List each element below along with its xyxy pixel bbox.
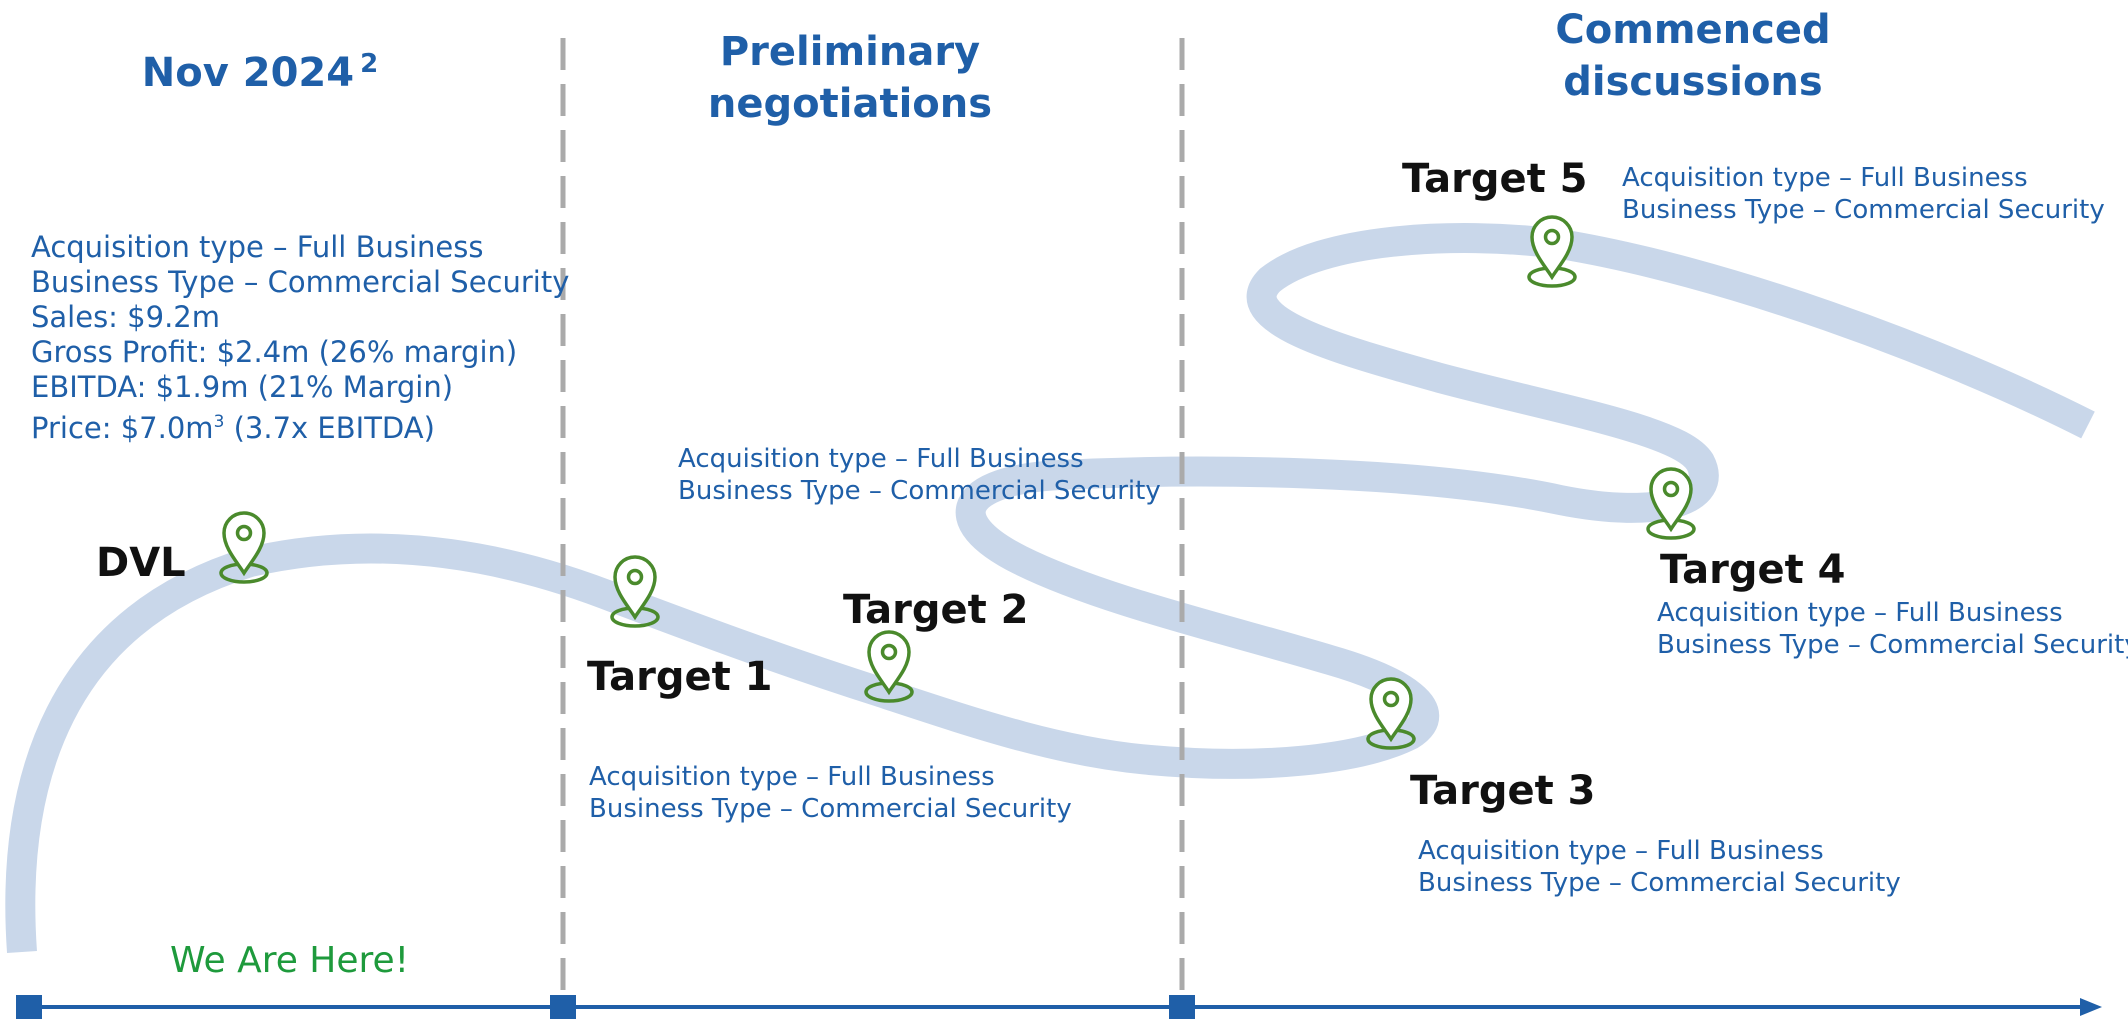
target-1-label: Target 1 xyxy=(587,654,773,700)
dvl-ebitda: EBITDA: $1.9m (21% Margin) xyxy=(31,370,454,404)
target-4-acquisition-type: Acquisition type – Full Business xyxy=(1657,598,2063,628)
map-pin-icon xyxy=(219,511,269,584)
dvl-sales: Sales: $9.2m xyxy=(31,300,220,334)
dvl-details: Acquisition type – Full Business Busines… xyxy=(31,230,569,446)
column-header-preliminary-line1: Preliminary xyxy=(719,29,981,75)
we-are-here-label: We Are Here! xyxy=(170,940,410,981)
arrow-right-icon xyxy=(2080,998,2102,1016)
dvl-gross-profit: Gross Profit: $2.4m (26% margin) xyxy=(31,335,518,369)
dvl-label: DVL xyxy=(96,540,186,586)
map-pin-icon xyxy=(610,555,660,628)
target-5-details: Acquisition type – Full Business Busines… xyxy=(1622,162,2105,226)
target-2-acquisition-type: Acquisition type – Full Business xyxy=(678,444,1084,474)
column-header-commenced-line2: discussions xyxy=(1563,59,1823,105)
target-3-acquisition-type: Acquisition type – Full Business xyxy=(1418,836,1824,866)
dvl-price-footnote: 3 xyxy=(213,412,225,432)
timeline-marker-1 xyxy=(16,995,42,1019)
dvl-business-type: Business Type – Commercial Security xyxy=(31,265,570,299)
target-2-business-type: Business Type – Commercial Security xyxy=(678,476,1161,506)
target-3-business-type: Business Type – Commercial Security xyxy=(1418,868,1901,898)
column-header-commenced: Commenced discussions xyxy=(1493,4,1893,108)
target-3-label: Target 3 xyxy=(1410,768,1596,814)
target-1-details: Acquisition type – Full Business Busines… xyxy=(589,761,1072,825)
target-2-details: Acquisition type – Full Business Busines… xyxy=(678,443,1161,507)
target-1-acquisition-type: Acquisition type – Full Business xyxy=(589,762,995,792)
target-5-label: Target 5 xyxy=(1402,156,1588,202)
target-5-acquisition-type: Acquisition type – Full Business xyxy=(1622,163,2028,193)
dvl-acquisition-type: Acquisition type – Full Business xyxy=(31,230,484,264)
map-pin-icon xyxy=(1527,215,1577,288)
column-header-current-title: Nov 2024 xyxy=(141,50,355,96)
dvl-price-prefix: Price: $7.0m xyxy=(31,411,214,445)
timeline-marker-2 xyxy=(550,995,576,1019)
target-3-details: Acquisition type – Full Business Busines… xyxy=(1418,835,1901,899)
dvl-price: Price: $7.0m3 (3.7x EBITDA) xyxy=(31,405,569,446)
target-4-details: Acquisition type – Full Business Busines… xyxy=(1657,597,2128,661)
dvl-price-suffix: (3.7x EBITDA) xyxy=(224,411,435,445)
column-header-preliminary-line2: negotiations xyxy=(707,81,993,127)
target-4-business-type: Business Type – Commercial Security xyxy=(1657,630,2128,660)
column-header-preliminary: Preliminary negotiations xyxy=(650,26,1050,130)
map-pin-icon xyxy=(1366,677,1416,750)
target-1-business-type: Business Type – Commercial Security xyxy=(589,794,1072,824)
column-header-commenced-line1: Commenced xyxy=(1555,7,1831,53)
timeline-marker-3 xyxy=(1169,995,1195,1019)
roadmap-road xyxy=(5,223,2095,954)
target-4-label: Target 4 xyxy=(1660,547,1846,593)
map-pin-icon xyxy=(1646,467,1696,540)
target-5-business-type: Business Type – Commercial Security xyxy=(1622,195,2105,225)
target-2-label: Target 2 xyxy=(843,587,1029,633)
map-pin-icon xyxy=(864,630,914,703)
footnote-marker: 2 xyxy=(360,49,379,79)
